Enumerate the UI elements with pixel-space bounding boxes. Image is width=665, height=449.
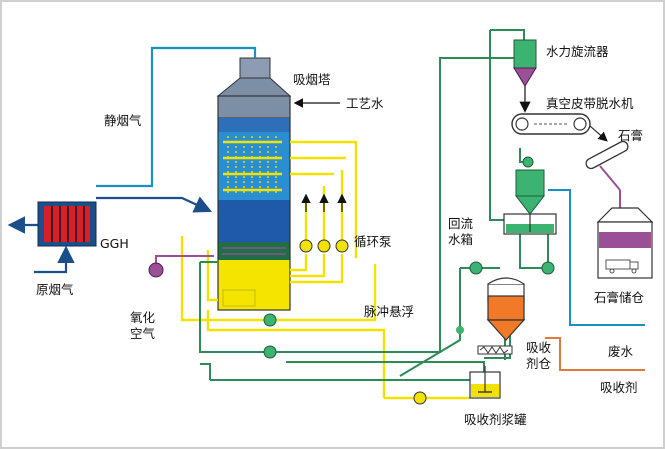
oxidation-blower[interactable] bbox=[148, 262, 164, 278]
label-absorbent-silo-2: 剂仓 bbox=[526, 356, 552, 371]
bleed-pump[interactable] bbox=[263, 345, 277, 359]
pulse-pump[interactable] bbox=[263, 313, 277, 327]
label-pulse: 脉冲悬浮 bbox=[364, 304, 414, 319]
label-raw-gas: 原烟气 bbox=[36, 282, 74, 297]
return-valve[interactable] bbox=[456, 326, 464, 334]
circ-pump-3[interactable] bbox=[335, 239, 349, 253]
label-absorbent: 吸收剂 bbox=[600, 380, 638, 395]
label-vacuum-filter: 真空皮带脱水机 bbox=[546, 96, 634, 111]
gypsum-conveyor bbox=[585, 140, 629, 170]
label-oxid-air-1: 氧化 bbox=[130, 310, 156, 325]
return-pump-1[interactable] bbox=[469, 261, 483, 275]
label-absorbent-silo-1: 吸收 bbox=[526, 340, 552, 355]
truck-icon bbox=[605, 259, 639, 274]
label-gypsum-store: 石膏储仓 bbox=[594, 290, 645, 305]
slurry-feed-pump[interactable] bbox=[413, 391, 427, 405]
circ-pump-2[interactable] bbox=[317, 239, 331, 253]
label-hydrocyclone: 水力旋流器 bbox=[546, 44, 609, 59]
waste-line bbox=[548, 189, 645, 326]
gypsum-store bbox=[596, 207, 654, 279]
absorber-tower bbox=[216, 57, 292, 311]
return-pump-2[interactable] bbox=[541, 261, 555, 275]
absorbent-slurry-tank bbox=[469, 366, 501, 399]
circ-pump-1[interactable] bbox=[299, 239, 313, 253]
recycle-lines bbox=[199, 29, 549, 381]
label-return-tank-1: 回流 bbox=[448, 216, 474, 231]
label-return-tank-2: 水箱 bbox=[448, 232, 473, 247]
label-waste-water: 废水 bbox=[608, 344, 634, 359]
label-slurry-tank: 吸收剂浆罐 bbox=[464, 412, 527, 427]
flue-gas-lines bbox=[7, 46, 340, 274]
ggh-heat-exchanger bbox=[37, 201, 97, 247]
label-ggh: GGH bbox=[100, 236, 129, 251]
label-process-water: 工艺水 bbox=[346, 96, 384, 111]
hydrocyclone bbox=[513, 39, 537, 113]
vacuum-belt-filter bbox=[511, 113, 608, 142]
return-water-tank bbox=[503, 169, 557, 235]
filtrate-valve[interactable] bbox=[522, 156, 534, 168]
label-circ-pump: 循环泵 bbox=[354, 234, 392, 249]
absorbent-line bbox=[545, 337, 645, 371]
label-gypsum: 石膏 bbox=[618, 128, 643, 143]
absorbent-silo bbox=[486, 277, 526, 341]
label-clean-gas: 静烟气 bbox=[104, 113, 142, 128]
screw-feeder bbox=[477, 345, 513, 355]
label-absorber: 吸烟塔 bbox=[293, 72, 331, 87]
label-oxid-air-2: 空气 bbox=[130, 326, 156, 341]
